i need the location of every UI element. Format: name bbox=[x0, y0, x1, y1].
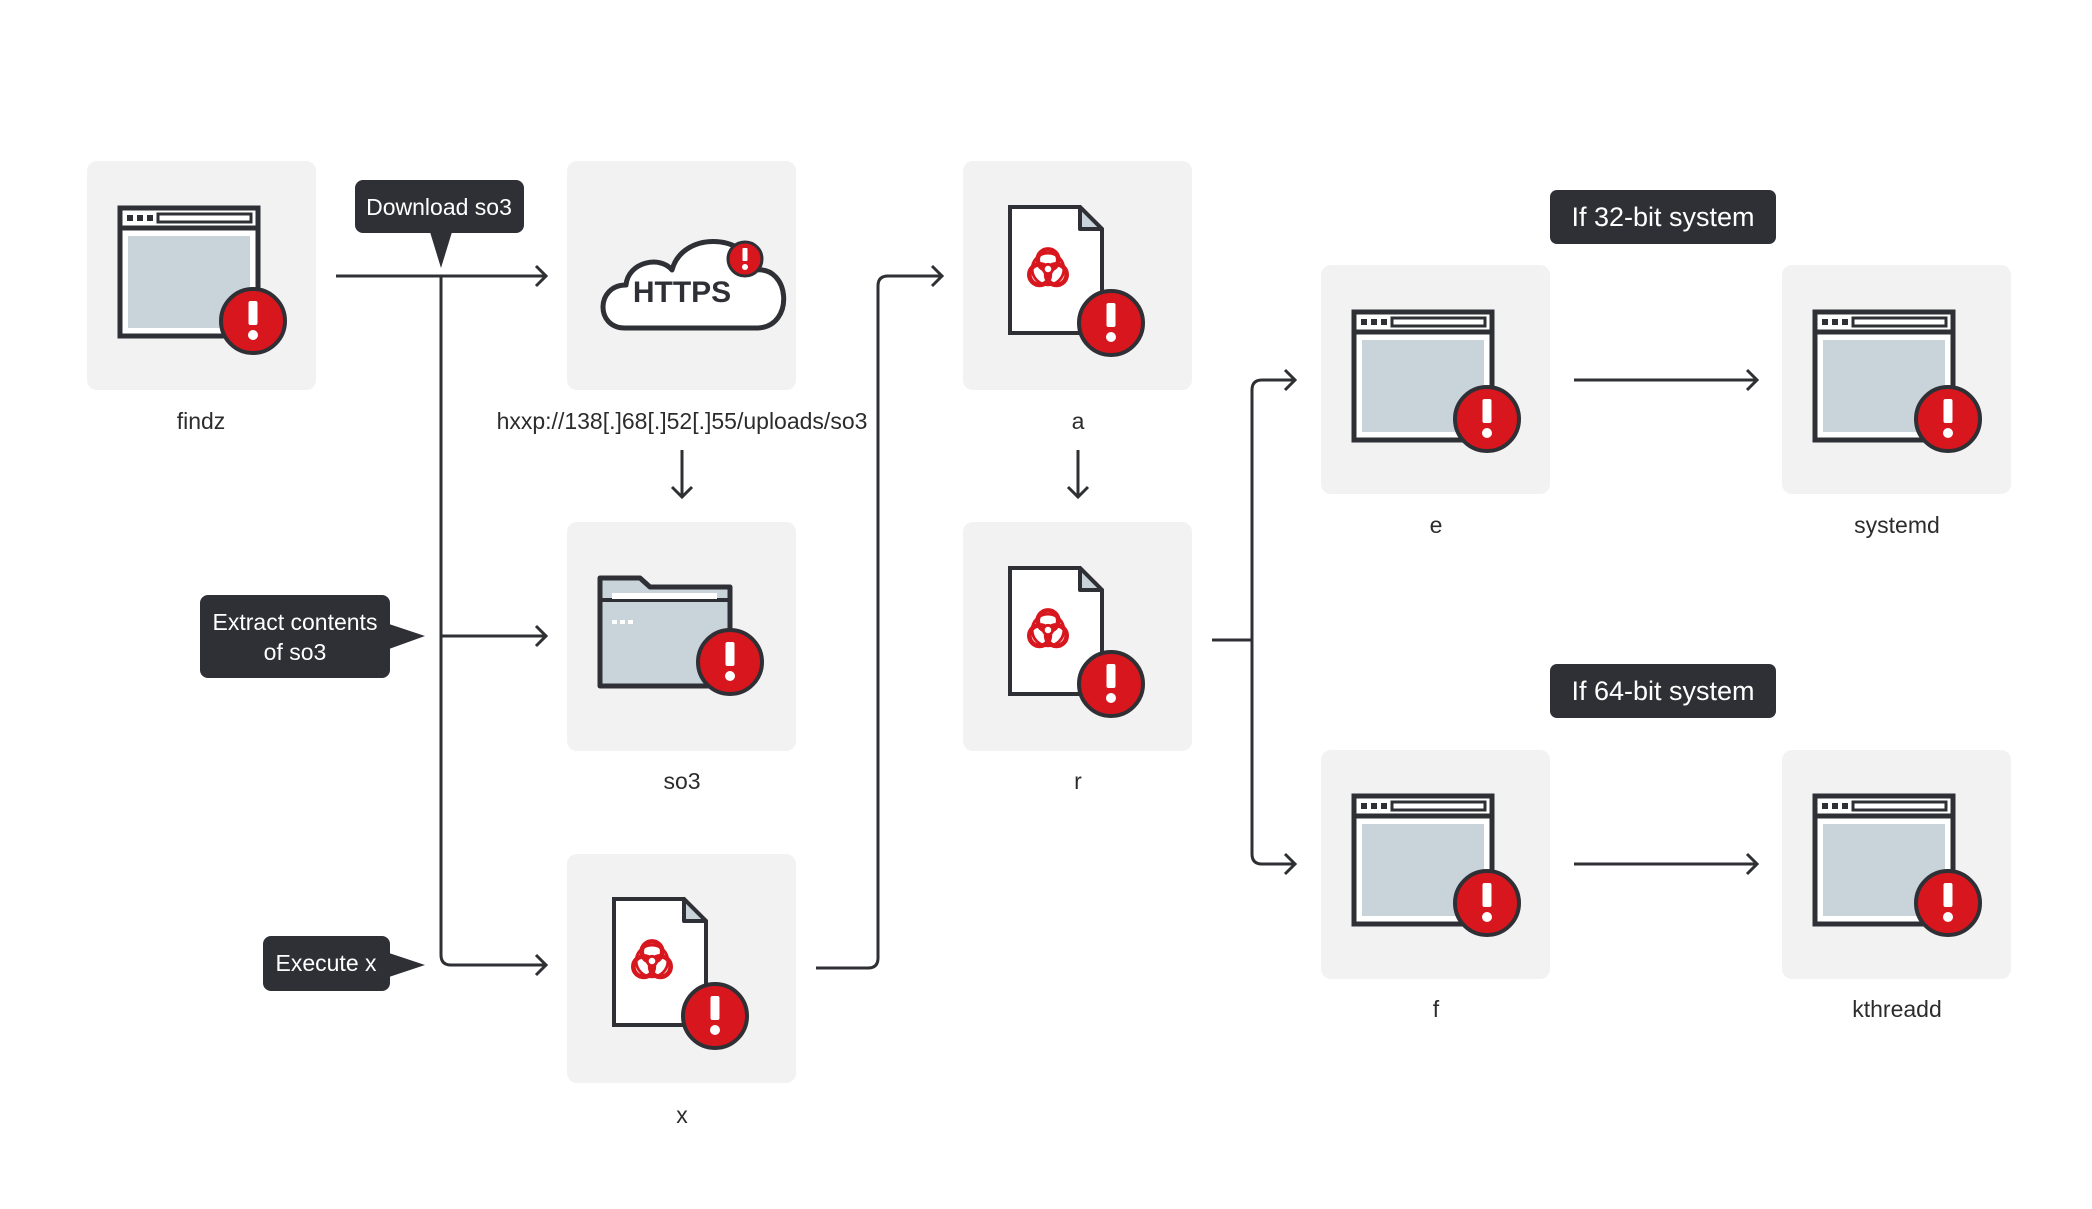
r-to-e-connector bbox=[1250, 378, 1295, 640]
condition-32bit-label: If 32-bit system bbox=[1571, 202, 1754, 232]
node-f: f bbox=[1321, 750, 1550, 1022]
node-findz-label: findz bbox=[177, 408, 226, 434]
node-kthreadd-label: kthreadd bbox=[1852, 996, 1942, 1022]
arrow-icon bbox=[1745, 852, 1760, 876]
alert-icon bbox=[696, 628, 764, 696]
condition-64bit-label: If 64-bit system bbox=[1571, 676, 1754, 706]
alert-icon bbox=[1914, 869, 1982, 937]
x-to-a-connector bbox=[816, 274, 942, 970]
node-systemd-label: systemd bbox=[1854, 512, 1940, 538]
arrow-icon bbox=[1066, 485, 1090, 500]
r-to-f-connector bbox=[1250, 640, 1295, 866]
download-step-label: Download so3 bbox=[366, 194, 512, 220]
https-label: HTTPS bbox=[633, 276, 731, 309]
arrow-icon bbox=[534, 264, 549, 288]
trunk-to-x-connector bbox=[439, 954, 546, 967]
arrow-icon bbox=[930, 264, 945, 288]
alert-icon bbox=[1453, 385, 1521, 453]
node-x-label: x bbox=[676, 1102, 688, 1128]
node-e-label: e bbox=[1430, 512, 1443, 538]
node-so3-label: so3 bbox=[663, 768, 700, 794]
node-r: r bbox=[963, 522, 1192, 794]
arrow-icon bbox=[534, 953, 549, 977]
execute-step-bubble: Execute x bbox=[263, 936, 425, 991]
extract-step-label-line1: Extract contents bbox=[213, 609, 378, 635]
node-findz: findz bbox=[87, 161, 316, 434]
arrow-icon bbox=[670, 485, 694, 500]
alert-icon bbox=[219, 287, 287, 355]
url-label: hxxp://138[.]68[.]52[.]55/uploads/so3 bbox=[497, 408, 868, 434]
node-kthreadd: kthreadd bbox=[1782, 750, 2011, 1022]
node-systemd: systemd bbox=[1782, 265, 2011, 538]
connectors bbox=[336, 264, 1760, 977]
node-https: HTTPS hxxp://138[.]68[.]52[.]55/uploads/… bbox=[497, 161, 868, 434]
alert-icon bbox=[1914, 385, 1982, 453]
condition-64bit-header: If 64-bit system bbox=[1550, 664, 1776, 718]
arrow-icon bbox=[534, 624, 549, 648]
node-f-label: f bbox=[1433, 996, 1440, 1022]
execute-step-label: Execute x bbox=[276, 950, 377, 976]
node-so3: so3 bbox=[567, 522, 796, 794]
arrow-icon bbox=[1283, 852, 1298, 876]
node-x: x bbox=[567, 854, 796, 1128]
node-a: a bbox=[963, 161, 1192, 434]
extract-step-bubble: Extract contents of so3 bbox=[200, 595, 425, 678]
node-a-label: a bbox=[1072, 408, 1085, 434]
extract-step-label-line2: of so3 bbox=[264, 639, 327, 665]
arrow-icon bbox=[1745, 368, 1760, 392]
node-e: e bbox=[1321, 265, 1550, 538]
condition-32bit-header: If 32-bit system bbox=[1550, 190, 1776, 244]
alert-icon bbox=[726, 240, 764, 278]
node-r-label: r bbox=[1074, 768, 1082, 794]
alert-icon bbox=[1077, 650, 1145, 718]
arrow-icon bbox=[1283, 368, 1298, 392]
alert-icon bbox=[1453, 869, 1521, 937]
alert-icon bbox=[1077, 289, 1145, 357]
download-step-bubble: Download so3 bbox=[355, 180, 524, 268]
alert-icon bbox=[681, 982, 749, 1050]
